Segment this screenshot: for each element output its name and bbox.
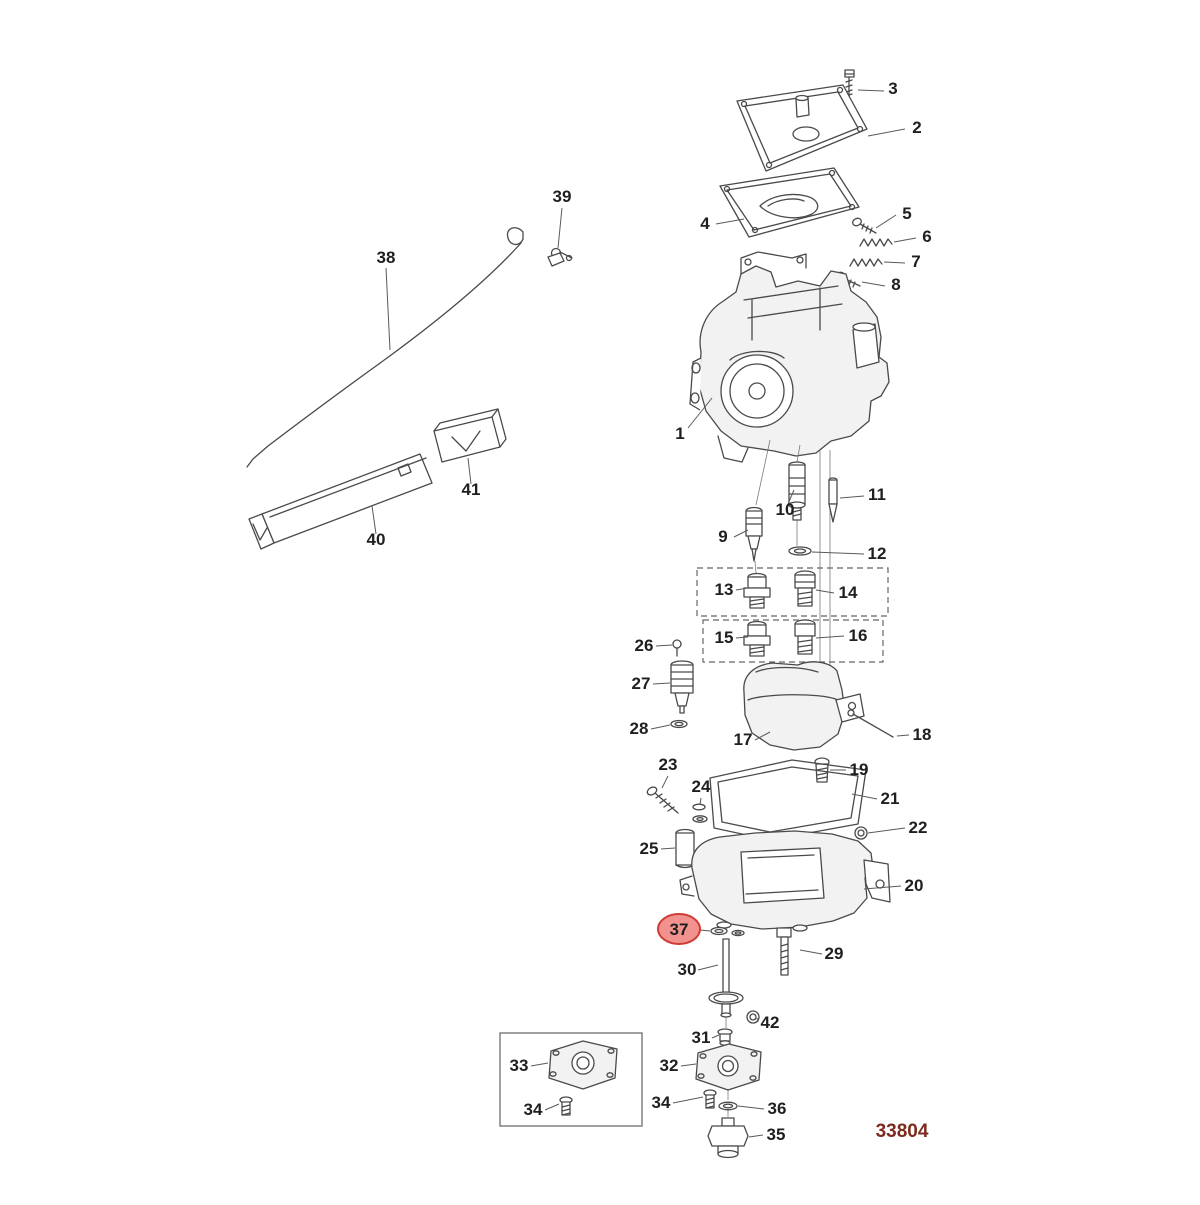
part-label-41[interactable]: 41 xyxy=(462,480,481,499)
part-label-19[interactable]: 19 xyxy=(850,760,869,779)
part-label-12[interactable]: 12 xyxy=(868,544,887,563)
part-label-30[interactable]: 30 xyxy=(678,960,697,979)
part-32-pump-base-drawing xyxy=(695,1043,762,1091)
part-5-screw-drawing xyxy=(852,217,877,234)
part-label-6[interactable]: 6 xyxy=(922,227,931,246)
part-label-20[interactable]: 20 xyxy=(905,876,924,895)
part-label-32[interactable]: 32 xyxy=(660,1056,679,1075)
part-label-17[interactable]: 17 xyxy=(734,730,753,749)
highlight-part-37[interactable] xyxy=(657,913,701,945)
part-1-carburetor-body-drawing xyxy=(689,251,890,463)
part-label-5[interactable]: 5 xyxy=(902,204,911,223)
jet-kit-box-1 xyxy=(696,567,889,617)
part-label-37[interactable]: 37 xyxy=(670,920,689,939)
jet-kit-box-2 xyxy=(702,619,884,663)
part-33-pump-base-drawing xyxy=(548,1040,618,1090)
part-label-21[interactable]: 21 xyxy=(881,789,900,808)
part-12-washer-drawing xyxy=(788,546,812,556)
part-label-13[interactable]: 13 xyxy=(715,580,734,599)
part-label-15[interactable]: 15 xyxy=(715,628,734,647)
part-label-39[interactable]: 39 xyxy=(553,187,572,206)
part-3-screw-drawing xyxy=(844,69,855,100)
part-4-diaphragm-drawing xyxy=(719,167,860,238)
part-label-22[interactable]: 22 xyxy=(909,818,928,837)
part-10-nozzle-drawing xyxy=(788,461,806,521)
part-label-14[interactable]: 14 xyxy=(839,583,858,602)
part-label-34-left[interactable]: 34 xyxy=(524,1100,543,1119)
part-34-screw-right-drawing xyxy=(703,1089,717,1109)
part-label-18[interactable]: 18 xyxy=(913,725,932,744)
part-label-4[interactable]: 4 xyxy=(700,214,710,233)
part-label-25[interactable]: 25 xyxy=(640,839,659,858)
part-14-jet-drawing xyxy=(794,570,816,607)
part-27-plunger-drawing xyxy=(670,660,694,714)
part-label-40[interactable]: 40 xyxy=(367,530,386,549)
part-label-3[interactable]: 3 xyxy=(888,79,897,98)
part-28-oring-drawing xyxy=(670,719,688,729)
part-label-34-right[interactable]: 34 xyxy=(652,1093,671,1112)
part-39-cable-clamp-drawing xyxy=(547,247,573,267)
part-22-nut-drawing xyxy=(854,826,868,840)
part-20-float-bowl-drawing xyxy=(679,830,891,932)
part-41-connector-drawing xyxy=(433,408,507,463)
part-18-hinge-pin-drawing xyxy=(847,709,894,738)
part-23-screw-spring-drawing xyxy=(646,786,679,814)
leader-lines xyxy=(371,89,917,1138)
part-7-spring-drawing xyxy=(849,258,883,267)
part-29-bolt-drawing xyxy=(776,927,792,976)
part-11-needle-drawing xyxy=(828,477,838,523)
part-24-washers-drawing xyxy=(692,803,708,823)
part-26-ball-drawing xyxy=(672,639,682,657)
part-label-42[interactable]: 42 xyxy=(761,1013,780,1032)
part-15-jet-drawing xyxy=(743,620,771,657)
part-label-7[interactable]: 7 xyxy=(911,252,920,271)
diagram-number: 33804 xyxy=(876,1121,929,1142)
part-label-28[interactable]: 28 xyxy=(630,719,649,738)
part-label-23[interactable]: 23 xyxy=(659,755,678,774)
part-42-ring-drawing xyxy=(746,1010,760,1024)
part-label-1[interactable]: 1 xyxy=(675,424,684,443)
part-label-10[interactable]: 10 xyxy=(776,500,795,519)
part-6-spring-drawing xyxy=(859,238,893,247)
part-label-16[interactable]: 16 xyxy=(849,626,868,645)
part-label-8[interactable]: 8 xyxy=(891,275,900,294)
part-label-11[interactable]: 11 xyxy=(868,485,886,504)
part-37-washers-drawing xyxy=(710,926,745,937)
part-25-cylinder-drawing xyxy=(675,828,695,869)
part-label-2[interactable]: 2 xyxy=(912,118,921,137)
part-label-38[interactable]: 38 xyxy=(377,248,396,267)
part-16-jet-drawing xyxy=(794,619,816,655)
part-2-top-cover-drawing xyxy=(736,84,868,172)
part-36-washer-drawing xyxy=(718,1101,738,1111)
part-label-31[interactable]: 31 xyxy=(692,1028,711,1047)
part-21-bowl-gasket-drawing xyxy=(709,759,867,841)
part-label-29[interactable]: 29 xyxy=(825,944,844,963)
part-9-needle-valve-drawing xyxy=(745,506,763,562)
part-label-26[interactable]: 26 xyxy=(635,636,654,655)
part-label-36[interactable]: 36 xyxy=(768,1099,787,1118)
part-13-jet-drawing xyxy=(743,572,771,609)
part-label-35[interactable]: 35 xyxy=(767,1125,786,1144)
part-34-screw-left-drawing xyxy=(559,1096,573,1116)
part-label-9[interactable]: 9 xyxy=(718,527,727,546)
part-label-24[interactable]: 24 xyxy=(692,777,711,796)
part-31-seal-drawing xyxy=(717,1028,733,1046)
part-30-pump-plunger-drawing xyxy=(708,938,744,1018)
part-40-tube-drawing xyxy=(248,453,433,550)
part-17-float-drawing xyxy=(743,661,865,751)
part-label-33[interactable]: 33 xyxy=(510,1056,529,1075)
part-35-fitting-drawing xyxy=(707,1117,749,1159)
inset-box-33 xyxy=(499,1032,643,1127)
highlight-circle[interactable] xyxy=(657,913,701,945)
part-label-27[interactable]: 27 xyxy=(632,674,651,693)
part-38-link-rod-drawing xyxy=(246,227,524,468)
